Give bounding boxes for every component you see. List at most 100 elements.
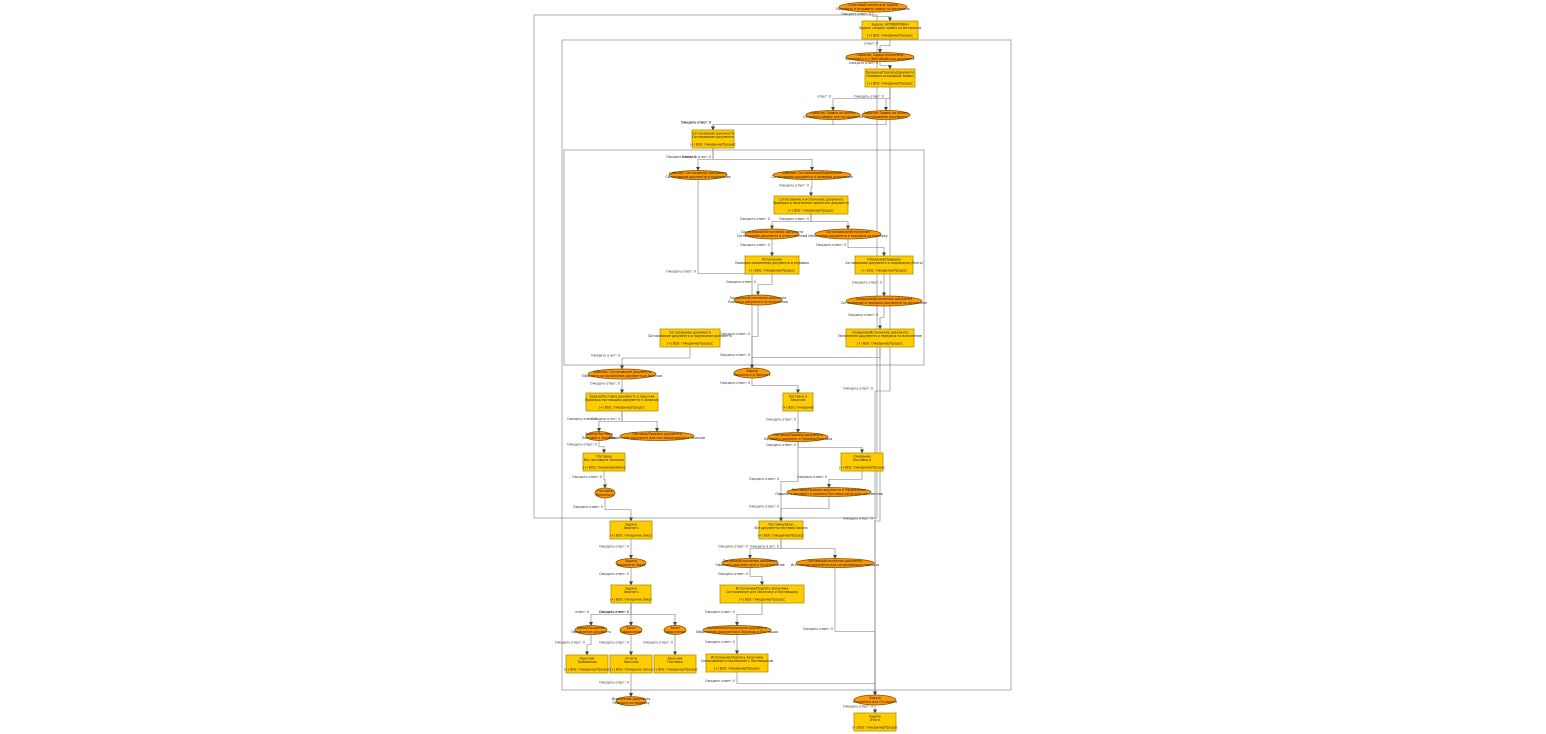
node-s4[interactable]: Согласование и исполнение документаПрове… bbox=[773, 195, 849, 215]
event-ellipse[interactable] bbox=[615, 558, 647, 568]
event-ellipse[interactable] bbox=[574, 625, 608, 635]
node-e_s3b[interactable]: Событие: Согласование/ПодписаниеСогласов… bbox=[771, 170, 853, 180]
event-ellipse[interactable] bbox=[594, 487, 616, 499]
process-box[interactable] bbox=[758, 520, 804, 540]
event-ellipse[interactable] bbox=[619, 431, 695, 441]
edge-e_sr1-to-sr2 bbox=[797, 441, 864, 454]
node-text-line: Оформить документ для и на исполнение bbox=[716, 563, 785, 567]
node-e_sr2[interactable]: Поставка/Приемка документа и ОформлениеО… bbox=[775, 487, 883, 497]
node-text-line: Оформление документов в Заказчик и Поста… bbox=[696, 630, 779, 634]
process-box[interactable] bbox=[659, 328, 721, 348]
process-box[interactable] bbox=[845, 328, 915, 348]
node-text-line: Все документы поставки Заказа bbox=[754, 526, 807, 530]
process-box[interactable] bbox=[691, 129, 735, 149]
event-ellipse[interactable] bbox=[721, 558, 779, 568]
process-box[interactable] bbox=[653, 654, 697, 674]
event-ellipse[interactable] bbox=[619, 625, 643, 635]
event-ellipse[interactable] bbox=[587, 368, 657, 380]
node-e_s11[interactable]: Исполнение/Подписание документаОформлени… bbox=[696, 625, 779, 635]
process-box[interactable] bbox=[719, 584, 805, 604]
event-ellipse[interactable] bbox=[861, 110, 911, 120]
process-box[interactable] bbox=[610, 584, 652, 604]
event-ellipse[interactable] bbox=[845, 52, 915, 62]
process-box[interactable] bbox=[861, 20, 919, 40]
process-box[interactable] bbox=[609, 654, 653, 674]
event-ellipse[interactable] bbox=[668, 170, 728, 180]
process-box[interactable] bbox=[744, 255, 800, 275]
node-e_s7[interactable]: Событие: Согласование документаОформить … bbox=[582, 368, 663, 380]
process-box[interactable] bbox=[773, 195, 849, 215]
node-e_s3a[interactable]: Событие: Согласование документаСогласова… bbox=[665, 170, 731, 180]
node-s11[interactable]: Исполнение/Подпись ЗаказчикаСогласование… bbox=[719, 584, 805, 604]
process-box[interactable] bbox=[609, 520, 653, 540]
node-e_s5b[interactable]: Ожидание/Исполнение документаСогласовани… bbox=[841, 295, 927, 307]
process-box[interactable] bbox=[864, 68, 916, 88]
event-ellipse[interactable] bbox=[838, 1, 908, 13]
event-ellipse[interactable] bbox=[805, 110, 861, 120]
event-ellipse[interactable] bbox=[744, 228, 800, 240]
node-e_s10b[interactable]: Поставка/Исполнение документаИсполнение … bbox=[791, 558, 879, 568]
event-ellipse[interactable] bbox=[733, 294, 783, 306]
node-e_s4a[interactable]: Согласование/Исполнение документаСогласо… bbox=[737, 228, 807, 240]
event-ellipse[interactable] bbox=[845, 295, 923, 307]
process-box[interactable] bbox=[840, 452, 884, 472]
process-box[interactable] bbox=[565, 654, 609, 674]
event-ellipse[interactable] bbox=[814, 228, 882, 240]
process-box[interactable] bbox=[585, 392, 659, 412]
event-ellipse[interactable] bbox=[772, 170, 852, 180]
process-box[interactable] bbox=[853, 712, 897, 732]
event-ellipse[interactable] bbox=[786, 487, 872, 497]
event-ellipse[interactable] bbox=[733, 367, 771, 379]
process-box[interactable] bbox=[582, 452, 626, 472]
node-s6b[interactable]: Ожидание/Исполнение документаИсполнение … bbox=[838, 328, 922, 348]
process-box[interactable] bbox=[705, 653, 769, 673]
process-box[interactable] bbox=[854, 255, 914, 275]
event-ellipse[interactable] bbox=[585, 431, 613, 441]
event-ellipse[interactable] bbox=[663, 625, 687, 635]
node-text-line: Ожидание/Проверка bbox=[867, 258, 901, 262]
event-ellipse[interactable] bbox=[853, 694, 897, 706]
node-s12[interactable]: Исполнение/Подпись ЗаказчикаСогласование… bbox=[701, 653, 774, 673]
event-ellipse[interactable] bbox=[795, 558, 875, 568]
event-ellipse[interactable] bbox=[767, 432, 829, 442]
process-box[interactable] bbox=[782, 392, 814, 412]
event-ellipse[interactable] bbox=[615, 696, 647, 706]
edge-s2-to-end_hub bbox=[873, 87, 891, 696]
event-ellipse[interactable] bbox=[702, 625, 772, 635]
node-s8[interactable]: Задача/Поставка документа в ЗаказчикПров… bbox=[585, 392, 659, 412]
